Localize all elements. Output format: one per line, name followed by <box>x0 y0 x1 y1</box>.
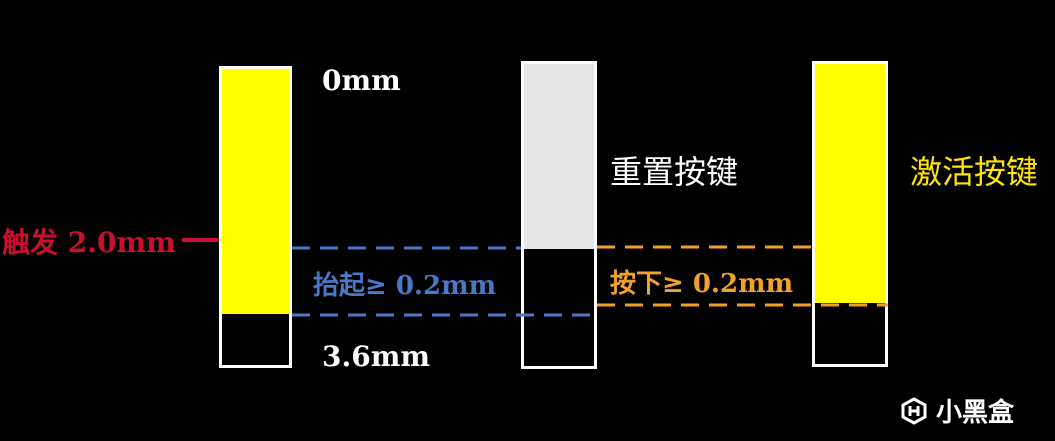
watermark: 小黑盒 <box>900 392 1014 429</box>
activate-key-bar <box>812 61 888 367</box>
top-depth-label: 0mm <box>322 64 401 97</box>
trigger-label: 触发 2.0mm <box>2 226 176 259</box>
bottom-depth-label: 3.6mm <box>322 340 430 373</box>
heybox-logo-icon <box>900 396 928 425</box>
lift-threshold-label: 抬起≥ 0.2mm <box>313 271 497 301</box>
left-key-yellow-fill <box>222 69 289 314</box>
activate-key-yellow-fill <box>815 64 885 303</box>
left-key-bar <box>219 66 292 368</box>
reset-key-gray-fill <box>524 64 594 249</box>
activate-key-label: 激活按键 <box>910 153 1039 191</box>
reset-key-label: 重置按键 <box>610 153 739 191</box>
reset-key-bar <box>521 61 597 369</box>
press-threshold-label: 按下≥ 0.2mm <box>610 269 794 299</box>
watermark-text: 小黑盒 <box>936 398 1015 428</box>
